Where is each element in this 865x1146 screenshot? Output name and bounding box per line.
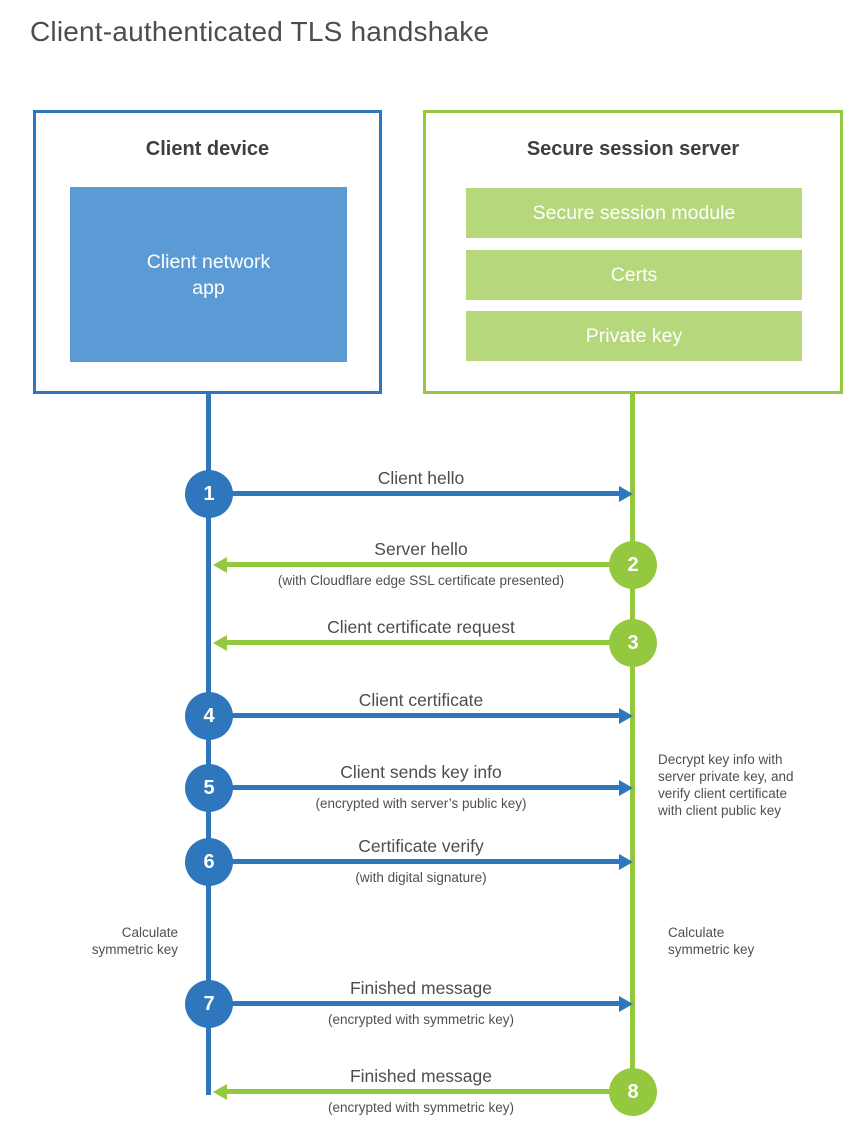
private-key-bar: Private key (466, 311, 802, 361)
step-7-label: Finished message (349, 978, 493, 998)
note-decrypt-key-info: Decrypt key info with server private key… (658, 752, 794, 818)
client-device-title: Client device (145, 138, 270, 160)
secure-session-server-box: Secure session server Secure session mod… (423, 110, 843, 394)
step-6-label: Certificate verify (358, 836, 484, 856)
step-3-arrow (227, 640, 633, 645)
step-6-sublabel: (with digital signature) (355, 870, 487, 885)
step-8-badge: 8 (609, 1068, 657, 1116)
step-5-sublabel: (encrypted with server’s public key) (315, 796, 527, 811)
page-title: Client-authenticated TLS handshake (30, 16, 490, 47)
step-4-badge: 4 (185, 692, 233, 740)
step-5-label: Client sends key info (340, 762, 502, 782)
step-8-arrow (227, 1089, 633, 1094)
step-3-badge: 3 (609, 619, 657, 667)
certs-bar: Certs (466, 250, 802, 300)
step-1-badge: 1 (185, 470, 233, 518)
step-2-badge: 2 (609, 541, 657, 589)
step-4-label: Client certificate (358, 690, 484, 710)
secure-session-module-bar: Secure session module (466, 188, 802, 238)
server-lifeline (630, 393, 635, 1092)
step-7-arrow (209, 1001, 619, 1006)
step-6-arrow (209, 859, 619, 864)
client-lifeline (206, 393, 211, 1095)
step-2-arrow (227, 562, 633, 567)
step-7-badge: 7 (185, 980, 233, 1028)
step-8-label: Finished message (349, 1066, 493, 1086)
step-5-arrow (209, 785, 619, 790)
step-2-label: Server hello (374, 539, 468, 559)
client-network-app-box: Client network app (70, 187, 347, 362)
step-8-sublabel: (encrypted with symmetric key) (327, 1100, 515, 1115)
step-3-label: Client certificate request (327, 617, 515, 637)
note-calculate-symmetric-key-server: Calculate symmetric key (668, 925, 755, 957)
client-device-box: Client device Client network app (33, 110, 382, 394)
secure-session-server-title: Secure session server (526, 138, 740, 160)
step-5-badge: 5 (185, 764, 233, 812)
step-7-sublabel: (encrypted with symmetric key) (327, 1012, 515, 1027)
step-1-label: Client hello (377, 468, 465, 488)
note-calculate-symmetric-key-client: Calculate symmetric key (91, 925, 178, 957)
step-2-sublabel: (with Cloudflare edge SSL certificate pr… (277, 573, 565, 588)
step-6-badge: 6 (185, 838, 233, 886)
step-1-arrow (209, 491, 619, 496)
step-4-arrow (209, 713, 619, 718)
